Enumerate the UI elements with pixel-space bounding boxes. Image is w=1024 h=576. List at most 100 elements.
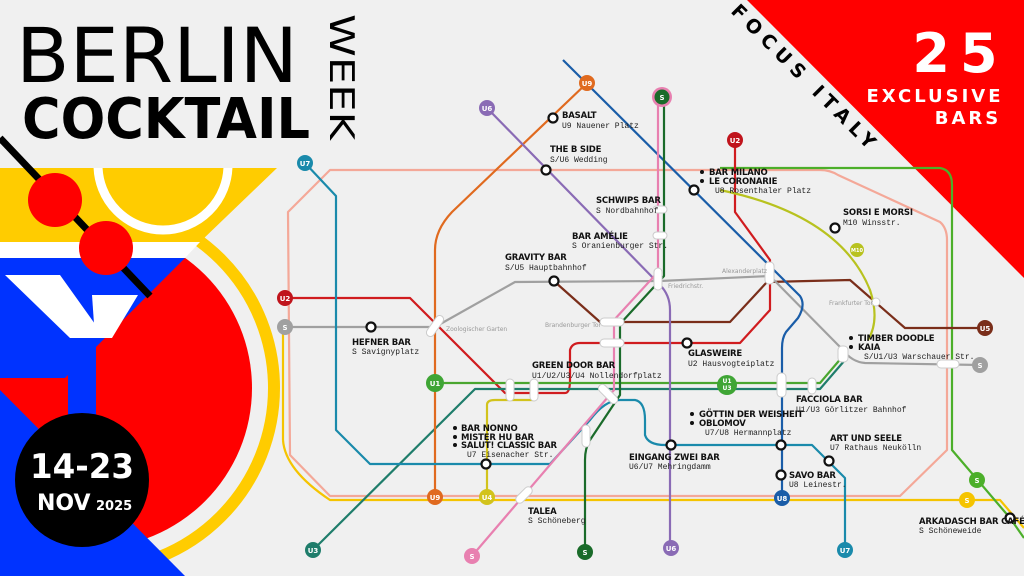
u9-badge: U9	[427, 489, 443, 505]
bar-labels: BASALT U9 Nauener Platz THE B SIDE S/U6 …	[352, 111, 1024, 536]
station-name: S Nordbahnhof	[596, 207, 659, 216]
station-name: U7 Rathaus Neukölln	[830, 444, 921, 453]
u3-line	[312, 359, 846, 551]
u9-badge: U9	[579, 75, 595, 91]
interchange-markers	[425, 205, 960, 504]
bar-name: GREEN DOOR BAR	[532, 361, 616, 371]
station-name: S/U1/U3 Warschauer Str.	[864, 353, 974, 362]
bar-name: MISTER HU BAR	[461, 433, 534, 443]
svg-text:S: S	[282, 324, 287, 332]
u3-badge: U3	[305, 542, 321, 558]
bar-name: HEFNER BAR	[352, 338, 411, 348]
station-name: U7 Eisenacher Str.	[467, 451, 553, 460]
bar-name: OBLOMOV	[699, 419, 746, 429]
station-name: U2 Hausvogteiplatz	[688, 360, 775, 369]
station-name: U9 Nauener Platz	[562, 122, 639, 131]
bar-name: GRAVITY BAR	[505, 253, 567, 263]
bar-name: LE CORONARIE	[709, 177, 778, 187]
station-name: S/U6 Wedding	[550, 156, 608, 165]
bar-name: BAR MILANO	[709, 168, 768, 178]
s-badge: S	[972, 357, 988, 373]
bar-name: BAR NONNO	[461, 424, 518, 434]
svg-text:U1: U1	[722, 378, 731, 385]
svg-text:U7: U7	[300, 160, 311, 168]
u8-badge: U8	[774, 490, 790, 506]
interchange-label: Brandenburger Tor	[545, 322, 602, 329]
bar-name: SCHWIPS BAR	[596, 196, 661, 206]
u4-badge: U4	[479, 489, 495, 505]
svg-text:U7: U7	[840, 547, 851, 555]
bar-name: BASALT	[562, 111, 597, 121]
title-berlin: BERLIN	[16, 11, 298, 100]
svg-text:S: S	[659, 94, 664, 102]
interchange-label: Zoologischer Garten	[446, 326, 507, 333]
s-badge: S	[652, 87, 672, 107]
svg-text:U6: U6	[666, 545, 677, 553]
station-name: S Schöneberg	[528, 517, 586, 526]
bar-name: KAIA	[858, 343, 881, 353]
bar-name: ART UND SEELE	[830, 434, 902, 444]
u6-badge: U6	[663, 540, 679, 556]
promo-count: 25	[912, 22, 1007, 85]
bar-name: SAVO BAR	[789, 471, 836, 481]
svg-text:S: S	[469, 553, 474, 561]
u8-line	[562, 59, 804, 498]
date-range: 14-23	[30, 447, 134, 487]
station-name: U7/U8 Hermannplatz	[705, 429, 792, 438]
u2-badge: U2	[277, 290, 293, 306]
svg-text:S: S	[964, 497, 969, 505]
title-cocktail: COCKTAIL	[22, 87, 310, 152]
svg-text:U1: U1	[430, 380, 441, 388]
station-name: U1/U2/U3/U4 Nollendorfplatz	[532, 372, 662, 381]
station-name: S Schöneweide	[919, 527, 982, 536]
svg-text:U3: U3	[722, 385, 731, 392]
u4-line	[485, 398, 535, 497]
s-badge: S	[464, 548, 480, 564]
interchange-label: Alexanderplatz	[722, 268, 767, 275]
interchange-label: Frankfurter Tor	[829, 300, 874, 307]
s-badge: S	[277, 319, 293, 335]
date-badge: 14-23 NOV 2025	[15, 413, 149, 547]
bar-name: THE B SIDE	[550, 145, 602, 155]
svg-text:M10: M10	[851, 248, 863, 254]
u7-badge: U7	[837, 542, 853, 558]
cocktail-illustration	[0, 135, 280, 576]
m10-badge: M10	[850, 243, 864, 257]
svg-text:U4: U4	[482, 494, 493, 502]
u1-badge: U1	[426, 374, 444, 392]
s-badge: S	[959, 492, 975, 508]
station-name: S/U5 Hauptbahnhof	[505, 264, 587, 273]
bar-name: GÖTTIN DER WEISHEIT	[699, 409, 804, 420]
station-name: U8 Rosenthaler Platz	[715, 187, 811, 196]
bar-name: BAR AMÉLIE	[572, 230, 628, 242]
svg-text:U8: U8	[777, 495, 788, 503]
station-name: U6/U7 Mehringdamm	[629, 463, 711, 472]
s-badge: S	[577, 544, 593, 560]
bar-name: TIMBER DOODLE	[858, 334, 935, 344]
station-name: S Savignyplatz	[352, 348, 419, 357]
station-name: M10 Winsstr.	[843, 219, 901, 228]
u6-badge: U6	[479, 100, 495, 116]
svg-text:S: S	[977, 362, 982, 370]
u9-line	[433, 82, 588, 497]
bar-name: GLASWEIRE	[688, 349, 742, 359]
station-name: U8 Leinestr.	[789, 481, 847, 490]
s-yellow-line	[281, 325, 1024, 529]
m10-tram-line	[719, 188, 876, 341]
date-month: NOV	[37, 491, 91, 516]
u7-badge: U7	[297, 155, 313, 171]
u2-badge: U2	[727, 132, 743, 148]
svg-text:S: S	[974, 477, 979, 485]
bar-name: ARKADASCH BAR CAFÉ	[919, 515, 1024, 527]
promo-line1: EXCLUSIVE	[866, 86, 1003, 107]
bar-name: FACCIOLA BAR	[796, 395, 863, 405]
svg-text:U6: U6	[482, 105, 493, 113]
svg-text:U5: U5	[980, 325, 991, 333]
svg-text:U2: U2	[730, 137, 741, 145]
title-week: WEEK	[321, 14, 361, 142]
station-name: U1/U3 Görlitzer Bahnhof	[796, 406, 907, 415]
u5-badge: U5	[977, 320, 993, 336]
promo-line2: BARS	[935, 108, 1001, 129]
